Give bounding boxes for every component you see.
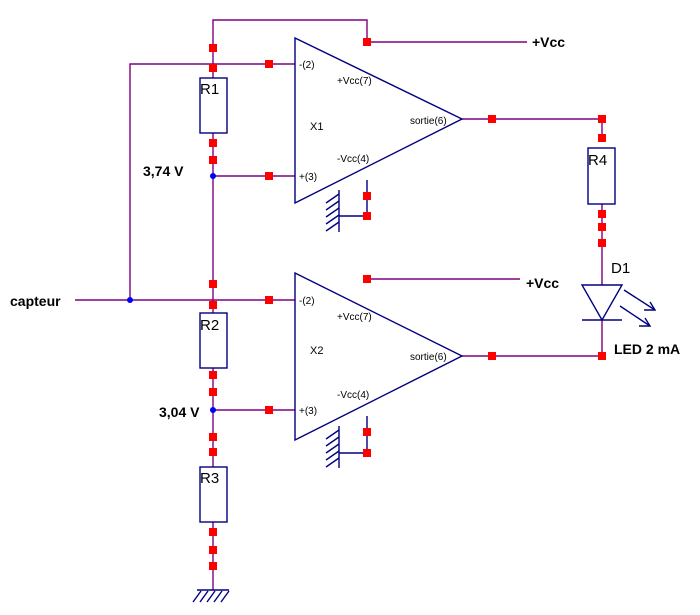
resistors bbox=[199, 77, 616, 523]
x2-pin-inv: -(2) bbox=[299, 296, 315, 307]
pin-marker bbox=[363, 38, 371, 46]
resistor-r1 bbox=[199, 77, 228, 134]
vcc-mid-label: +Vcc bbox=[526, 275, 559, 291]
x1-pin-vpos: +Vcc(7) bbox=[337, 76, 372, 87]
x2-pin-vpos: +Vcc(7) bbox=[337, 312, 372, 323]
pin-marker bbox=[488, 352, 496, 360]
ground-x1 bbox=[325, 180, 368, 232]
pin-marker bbox=[209, 156, 217, 164]
x2-pin-out: sortie(6) bbox=[410, 352, 447, 363]
wire-top-loop bbox=[212, 19, 368, 48]
x2-pin-noninv: +(3) bbox=[299, 406, 317, 417]
pin-marker bbox=[598, 239, 606, 247]
r3-label: R3 bbox=[200, 470, 219, 487]
led-arrow-2-head bbox=[639, 317, 652, 327]
x1-label: X1 bbox=[310, 121, 323, 133]
sensor-label: capteur bbox=[10, 293, 61, 309]
pin-marker bbox=[209, 448, 217, 456]
x2-pin-vneg: -Vcc(4) bbox=[337, 390, 369, 401]
ground-x2 bbox=[325, 416, 368, 468]
opamps bbox=[294, 36, 464, 442]
pin-marker bbox=[363, 428, 371, 436]
resistor-r4 bbox=[587, 147, 616, 205]
junctions bbox=[127, 173, 216, 413]
led-arrow-1-head bbox=[644, 301, 657, 311]
pin-marker bbox=[209, 301, 217, 309]
junction-node-374 bbox=[210, 173, 216, 179]
pin-marker bbox=[209, 546, 217, 554]
x1-pin-vneg: -Vcc(4) bbox=[337, 154, 369, 165]
led-arrow-1 bbox=[623, 289, 656, 311]
pin-marker bbox=[363, 192, 371, 200]
vcc-top-label: +Vcc bbox=[532, 34, 565, 50]
pin-marker bbox=[363, 275, 371, 283]
junction-sensor bbox=[127, 297, 133, 303]
wire-x1-out bbox=[462, 118, 603, 138]
r1-label: R1 bbox=[200, 81, 219, 98]
pin-marker bbox=[598, 210, 606, 218]
resistor-r3 bbox=[199, 466, 228, 523]
opamp-x1 bbox=[294, 36, 464, 205]
pin-marker bbox=[209, 371, 217, 379]
pin-marker bbox=[265, 172, 273, 180]
x1-pin-out: sortie(6) bbox=[410, 116, 447, 127]
pin-marker bbox=[209, 139, 217, 147]
voltage-374-label: 3,74 V bbox=[143, 163, 184, 179]
led-current-label: LED 2 mA bbox=[614, 341, 680, 357]
pin-marker bbox=[209, 388, 217, 396]
pin-marker bbox=[209, 280, 217, 288]
x1-pin-noninv: +(3) bbox=[299, 172, 317, 183]
pin-marker bbox=[209, 433, 217, 441]
opamp-x2 bbox=[294, 271, 464, 442]
pin-marker bbox=[265, 60, 273, 68]
pin-marker bbox=[265, 406, 273, 414]
x2-label: X2 bbox=[310, 345, 323, 357]
pin-marker bbox=[488, 115, 496, 123]
pin-marker bbox=[363, 212, 371, 220]
resistor-r2 bbox=[199, 312, 228, 369]
junction-node-304 bbox=[210, 407, 216, 413]
pin-marker bbox=[598, 134, 606, 142]
led-triangle bbox=[580, 284, 624, 322]
pin-marker bbox=[265, 296, 273, 304]
r2-label: R2 bbox=[200, 317, 219, 334]
voltage-304-label: 3,04 V bbox=[159, 404, 200, 420]
led-arrow-2 bbox=[619, 305, 651, 327]
led-d1 bbox=[580, 284, 657, 327]
pin-marker bbox=[598, 223, 606, 231]
pin-marker bbox=[363, 449, 371, 457]
pin-markers bbox=[209, 38, 606, 570]
pin-marker bbox=[598, 352, 606, 360]
wire-x2-out bbox=[462, 320, 603, 357]
pin-marker bbox=[598, 115, 606, 123]
pin-marker bbox=[209, 528, 217, 536]
wire-sensor-loop bbox=[129, 63, 295, 300]
d1-label: D1 bbox=[611, 260, 630, 277]
ground-bottom bbox=[192, 589, 230, 603]
r4-label: R4 bbox=[588, 152, 607, 169]
pin-marker bbox=[209, 64, 217, 72]
pin-marker bbox=[209, 44, 217, 52]
pin-marker bbox=[209, 562, 217, 570]
x1-pin-inv: -(2) bbox=[299, 60, 315, 71]
